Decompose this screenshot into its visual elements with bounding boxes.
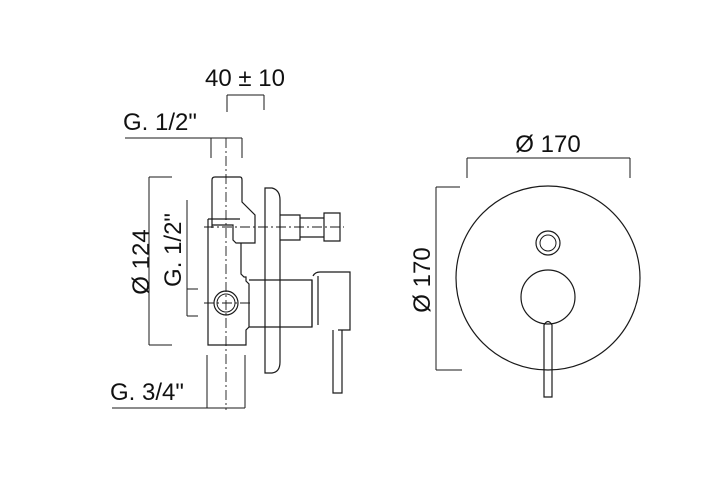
valve-body xyxy=(207,218,250,346)
top-inlet-stub xyxy=(211,176,256,244)
wall-plate-side xyxy=(264,187,281,374)
dim-outlet-side-line xyxy=(186,200,198,317)
dim-inlet-bottom-line xyxy=(112,355,246,409)
dim-depth-line xyxy=(226,94,265,112)
outlet-port-inner xyxy=(216,293,236,313)
dim-width-line xyxy=(466,157,631,178)
diverter-knob-inner xyxy=(539,234,557,252)
dim-front-height-line xyxy=(435,186,462,371)
wall-plate-front xyxy=(455,185,641,371)
diverter-knob-side xyxy=(280,212,341,242)
dim-inlet-top-label: G. 1/2" xyxy=(123,109,197,136)
side-view: 40 ± 10 G. 1/2" Ø 124 G. 1/2" G. 3/4" xyxy=(110,65,351,410)
dim-height-line xyxy=(148,176,172,346)
dim-outlet-side-label: G. 1/2" xyxy=(160,213,187,287)
diverter-knob-outer xyxy=(535,230,561,256)
lever-side xyxy=(332,330,343,394)
front-view: Ø 170 Ø 170 xyxy=(409,131,641,398)
lever-front xyxy=(543,320,553,398)
dim-height-label: Ø 124 xyxy=(128,229,155,294)
handle-body-side xyxy=(311,271,351,331)
dim-depth-label: 40 ± 10 xyxy=(205,65,285,92)
dim-width-label: Ø 170 xyxy=(515,131,580,158)
dim-front-height-label: Ø 170 xyxy=(409,247,436,312)
dim-inlet-top-line xyxy=(125,137,243,158)
outlet-port-outer xyxy=(213,290,239,316)
handle-front xyxy=(520,269,576,325)
dim-inlet-bottom-label: G. 3/4" xyxy=(110,379,184,406)
